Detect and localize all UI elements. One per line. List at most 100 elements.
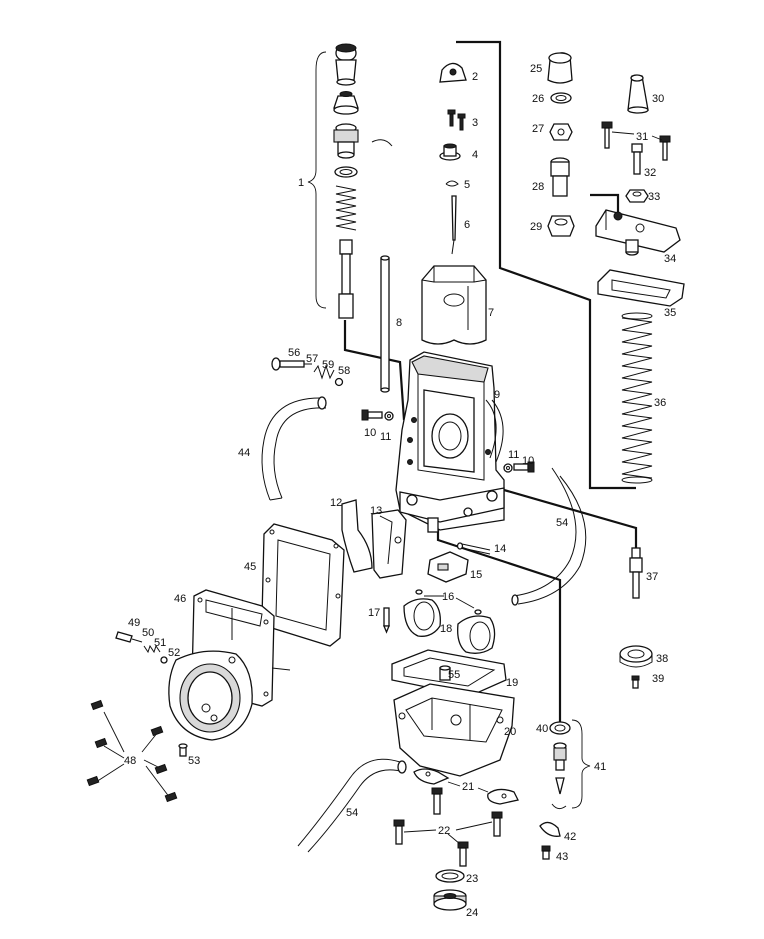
part-39-screw [631,675,640,689]
part-6-jet-needle [451,195,457,255]
part-10-11-right-screw [503,461,535,473]
label-part-24: 24 [466,907,478,919]
part-43-screw [541,845,551,860]
label-part-39: 39 [652,673,664,685]
label-part-37: 37 [646,571,658,583]
label-part-14: 14 [494,543,506,555]
part-52-bell-mouth [168,650,253,741]
part-27-nut [549,123,573,141]
label-part-59: 59 [322,359,334,371]
label-part-32: 32 [644,167,656,179]
part-18-floats [403,598,496,654]
label-part-28: 28 [532,181,544,193]
part-42-plate [539,821,561,837]
label-part-57: 57 [306,353,318,365]
label-part-13: 13 [370,505,382,517]
label-part-11-left: 11 [380,431,391,443]
label-part-50: 50 [142,627,154,639]
label-part-27: 27 [532,123,544,135]
part-35-gasket [597,269,685,307]
part-8-rod [380,255,390,393]
label-part-17: 17 [368,607,380,619]
label-part-12: 12 [330,497,342,509]
label-part-42: 42 [564,831,576,843]
label-part-4: 4 [472,149,478,161]
label-part-52: 52 [168,647,180,659]
label-part-58: 58 [338,365,350,377]
part-54-lower-hose [297,758,407,853]
part-14-pin [456,542,491,555]
part-55-drain-screw [439,665,451,681]
part-38-bearing [619,645,653,668]
part-49-51-idle-screw [115,631,168,664]
part-16-pin [415,589,482,615]
part-3-screws [447,109,466,131]
label-part-48: 48 [124,755,136,767]
part-54-upper-hose [511,467,587,606]
part-48-bolts [86,699,178,803]
part-34-top-cover [595,209,681,256]
label-part-16: 16 [442,591,454,603]
part-23-washer [435,869,465,883]
label-part-25: 25 [530,63,542,75]
label-part-31: 31 [636,131,648,143]
label-part-53: 53 [188,755,200,767]
part-40-41-needle-valve-set [549,719,591,810]
part-25-cap [547,52,573,84]
label-part-55: 55 [448,669,460,681]
part-56-59-air-screw [271,357,344,387]
label-part-2: 2 [472,71,478,83]
label-part-34: 34 [664,253,676,265]
label-part-15: 15 [470,569,482,581]
part-33-nut [625,189,649,203]
label-part-35: 35 [664,307,676,319]
label-part-49: 49 [128,617,140,629]
label-part-40: 40 [536,723,548,735]
label-part-1: 1 [298,177,304,189]
part-32-bolt [631,143,643,175]
part-13-bracket [371,509,407,579]
part-31-screws [601,121,671,161]
label-part-9: 9 [494,389,500,401]
part-10-11-left-screw [361,409,394,421]
label-part-56: 56 [288,347,300,359]
part-22-bolts [393,787,503,867]
label-part-54-lower: 54 [346,807,358,819]
label-part-19: 19 [506,677,518,689]
label-part-26: 26 [532,93,544,105]
part-2-plate [439,62,467,83]
part-24-drain-plug [433,889,467,911]
label-part-43: 43 [556,851,568,863]
label-part-45: 45 [244,561,256,573]
label-part-38: 38 [656,653,668,665]
label-part-20: 20 [504,726,516,738]
label-part-46: 46 [174,593,186,605]
label-part-29: 29 [530,221,542,233]
part-5-clip [445,180,459,187]
label-part-11-right: 11 [508,449,519,461]
label-part-54-upper: 54 [556,517,568,529]
part-29-nut [547,215,575,237]
part-36-spring [621,312,653,484]
part-1-spring [335,185,357,231]
label-part-41: 41 [594,761,606,773]
part-26-washer [550,92,572,104]
part-37-shaft [629,547,643,599]
part-9-carb-body [395,351,505,533]
part-number-labels: 1 2 3 4 5 6 7 8 9 10 11 11 10 12 13 14 1… [124,63,676,919]
part-7-throttle-slide [421,265,487,345]
label-part-18: 18 [440,623,452,635]
label-part-30: 30 [652,93,664,105]
label-part-22: 22 [438,825,450,837]
label-part-23: 23 [466,873,478,885]
label-part-6: 6 [464,219,470,231]
part-1-top-assembly [307,43,393,319]
label-part-8: 8 [396,317,402,329]
part-44-hose [261,396,327,501]
label-part-5: 5 [464,179,470,191]
part-12-plate [341,499,373,573]
part-53-fitting [178,743,188,757]
label-part-51: 51 [154,637,166,649]
label-part-3: 3 [472,117,478,129]
